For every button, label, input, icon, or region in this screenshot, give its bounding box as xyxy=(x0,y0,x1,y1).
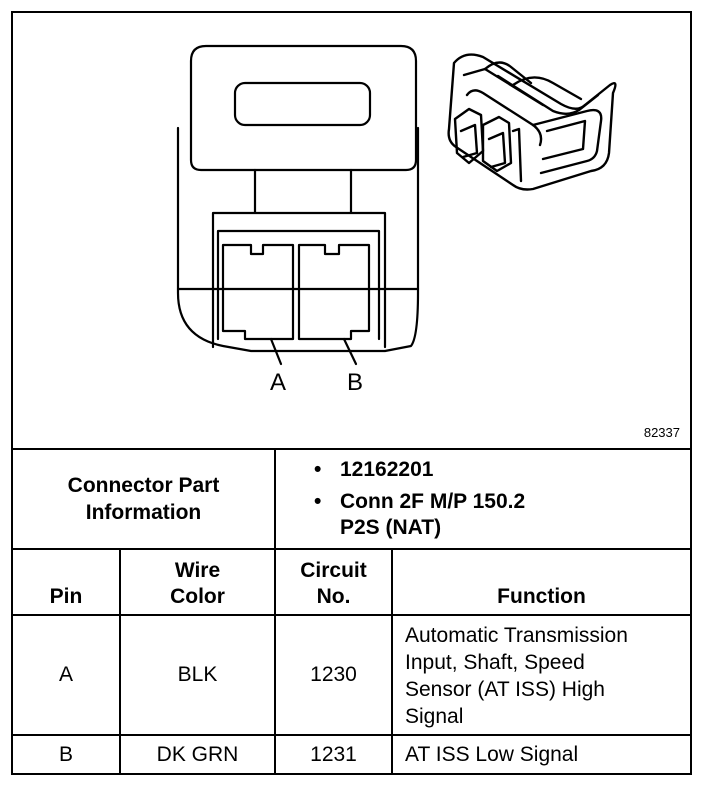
connector-description-line2: P2S (NAT) xyxy=(340,516,442,539)
connector-label-line2: Information xyxy=(85,501,202,524)
connector-figure: A B 82337 xyxy=(13,13,690,448)
cavity-b xyxy=(297,243,371,341)
connector-drawing xyxy=(176,44,617,366)
header-circuit-no: Circuit No. xyxy=(274,548,393,616)
connector-part-list: • 12162201 • Conn 2F M/P 150.2 P2S (NAT) xyxy=(273,448,691,550)
connector-part-information-label: Connector Part Information xyxy=(13,448,276,550)
latch-slot xyxy=(233,81,372,127)
cavity-a xyxy=(221,243,295,341)
connector-table: Connector Part Information • 12162201 • … xyxy=(13,448,691,773)
circuit-cell: 1230 xyxy=(274,614,393,736)
connector-part-item: • Conn 2F M/P 150.2 P2S (NAT) xyxy=(314,489,690,541)
leader-b xyxy=(342,337,358,366)
header-wire-color: Wire Color xyxy=(119,548,276,616)
table-row: B DK GRN 1231 AT ISS Low Signal xyxy=(13,734,691,773)
function-cell: Automatic Transmission Input, Shaft, Spe… xyxy=(390,614,691,736)
connector-description-line1: Conn 2F M/P 150.2 xyxy=(340,490,526,513)
header-function: Function xyxy=(390,548,691,616)
connector-description: Conn 2F M/P 150.2 P2S (NAT) xyxy=(340,489,525,541)
connector-housing xyxy=(211,211,387,349)
diagram-frame: A B 82337 Connector Part Information • 1… xyxy=(11,11,692,775)
bullet-icon: • xyxy=(314,458,322,481)
connector-latch xyxy=(189,44,418,172)
circuit-cell: 1231 xyxy=(274,734,393,773)
connector-body xyxy=(176,126,420,353)
connector-isometric xyxy=(447,53,617,191)
connector-part-item: • 12162201 xyxy=(314,457,690,483)
figure-number: 82337 xyxy=(643,425,680,440)
header-row: Pin Wire Color Circuit No. Function xyxy=(13,548,691,616)
bullet-icon: • xyxy=(314,490,322,513)
pin-cell: A xyxy=(13,614,121,736)
table-row: A BLK 1230 Automatic Transmission Input,… xyxy=(13,614,691,736)
pin-label-b: B xyxy=(347,369,364,396)
part-number: 12162201 xyxy=(340,458,434,481)
wire-color-cell: DK GRN xyxy=(119,734,276,773)
connector-label-line1: Connector Part xyxy=(67,474,220,497)
function-cell: AT ISS Low Signal xyxy=(390,734,691,773)
pin-label-a: A xyxy=(270,369,287,396)
connector-info-row: Connector Part Information • 12162201 • … xyxy=(13,448,691,550)
wire-color-cell: BLK xyxy=(119,614,276,736)
leader-a xyxy=(269,337,283,366)
header-pin: Pin xyxy=(13,548,121,616)
pin-cell: B xyxy=(13,734,121,773)
